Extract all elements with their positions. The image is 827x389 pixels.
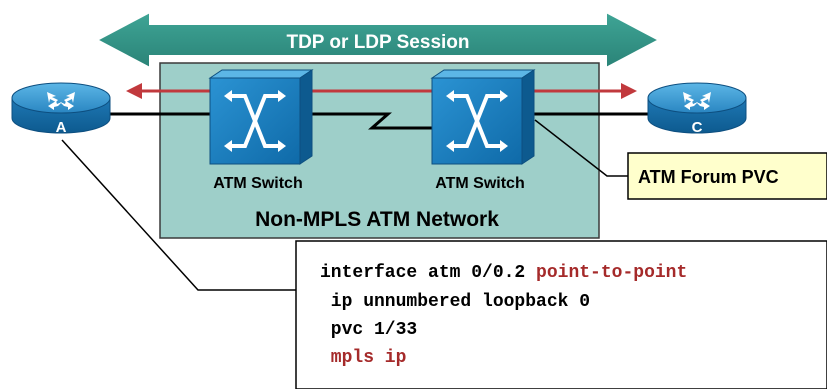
router-arrows-icon [683, 92, 711, 110]
pvc-callout-label: ATM Forum PVC [638, 167, 779, 187]
atm-switch-1 [208, 69, 314, 165]
session-label: TDP or LDP Session [286, 32, 469, 53]
session-arrow [94, 10, 662, 70]
config-line-1: interface atm 0/0.2 point-to-point [320, 263, 687, 283]
config-line-3: pvc 1/33 [320, 320, 417, 340]
pvc-callout-box [627, 152, 827, 200]
config-line-2: ip unnumbered loopback 0 [320, 292, 590, 312]
config-line-1-highlight: point-to-point [536, 263, 687, 283]
atm-switch-icon [448, 94, 506, 148]
atm-switch-2 [430, 69, 536, 165]
router-a: A [11, 82, 111, 136]
config-line-4: mpls ip [320, 348, 406, 368]
config-line-1-main: interface atm 0/0.2 [320, 263, 536, 283]
router-c-label: C [692, 119, 703, 136]
pvc-callout-line [534, 119, 628, 177]
lsp-arrow-head-left [126, 83, 142, 99]
atm-switch-1-label: ATM Switch [213, 175, 302, 192]
router-c: C [647, 82, 747, 136]
link-switch1-switch2 [305, 112, 432, 130]
atm-switch-icon [226, 94, 284, 148]
router-a-label: A [56, 119, 67, 136]
atm-network-label: Non-MPLS ATM Network [255, 208, 499, 231]
router-arrows-icon [47, 92, 75, 110]
lsp-arrow-head-right [621, 83, 637, 99]
config-box [295, 240, 827, 389]
config-callout-line [61, 139, 296, 291]
atm-switch-2-label: ATM Switch [435, 175, 524, 192]
